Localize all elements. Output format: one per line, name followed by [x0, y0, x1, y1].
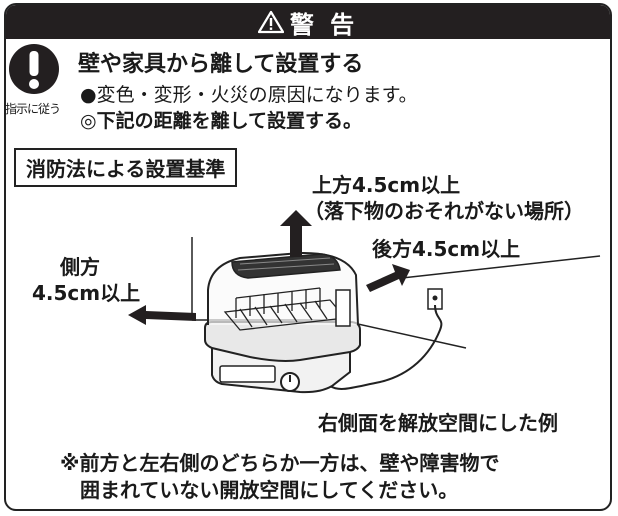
top-clearance-line2: （落下物のおそれがない場所） — [304, 199, 584, 223]
side-clearance-label: 側方 4.5cm以上 — [32, 254, 140, 306]
warning-triangle-icon — [257, 10, 284, 34]
side-clearance-line1: 側方 — [60, 255, 100, 279]
back-clearance-label: 後方4.5cm以上 — [372, 237, 521, 261]
top-clearance-label: 上方4.5cm以上 （落下物のおそれがない場所） — [304, 172, 584, 224]
footnote: ※前方と左右側のどちらか一方は、壁や障害物で 囲まれていない開放空間にしてくださ… — [60, 450, 499, 504]
exclamation-icon — [9, 44, 59, 94]
top-clearance-line1: 上方4.5cm以上 — [312, 173, 461, 197]
standard-box: 消防法による設置基準 — [14, 148, 238, 187]
warning-card: 警 告 — [4, 3, 612, 511]
example-caption: 右側面を解放空間にした例 — [318, 411, 558, 435]
distance-instruction: ◎下記の距離を離して設置する。 — [80, 110, 363, 132]
warning-header: 警 告 — [6, 5, 610, 39]
warning-title: 警 告 — [289, 10, 359, 39]
footnote-line1: ※前方と左右側のどちらか一方は、壁や障害物で — [60, 451, 500, 475]
instruction-label: 指示に従う — [5, 102, 61, 116]
cause-text: ●変色・変形・火災の原因になります。 — [80, 84, 418, 106]
footnote-line2: 囲まれていない開放空間にしてください。 — [80, 478, 459, 502]
main-heading: 壁や家具から離して設置する — [78, 52, 364, 77]
side-clearance-line2: 4.5cm以上 — [32, 281, 141, 305]
